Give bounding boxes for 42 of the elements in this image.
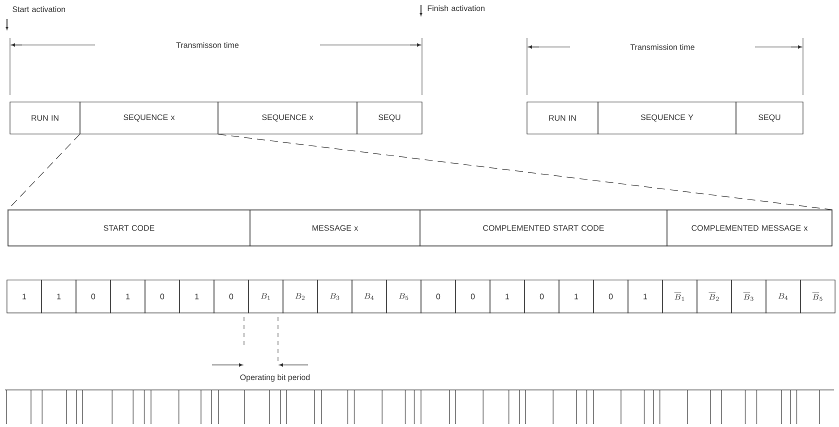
bit-cell: $\overline{B}_{3}$ [731, 280, 766, 314]
field-cell: COMPLEMENTED START CODE [420, 210, 668, 246]
bit-cell: 1 [490, 280, 525, 314]
field-cell: MESSAGE x [250, 210, 420, 246]
field-cell: SEQUENCE Y [598, 102, 736, 134]
bit-cell: $B_{4}$ [352, 280, 387, 314]
bit-cell: 0 [455, 280, 490, 314]
bit-cell: 1 [6, 280, 42, 314]
annotation-text: Finish activation [428, 5, 484, 12]
bit-cell: 0 [420, 280, 456, 314]
dimension-label: Transmisson time [176, 42, 239, 48]
bit-cell: $\overline{B}_{1}$ [662, 280, 698, 314]
bit-cell: 1 [628, 280, 663, 314]
field-cell: SEQUENCE x [80, 102, 218, 134]
bit-cell: 0 [144, 280, 180, 314]
field-cell: RUN IN [526, 102, 598, 134]
field-cell: START CODE [8, 210, 250, 246]
dimension-label: Transmission time [630, 44, 694, 50]
bit-cell: $B_{1}$ [248, 280, 284, 314]
dimension-label: Operating bit period [240, 374, 310, 382]
bit-cell: $B_{4}$ [766, 280, 801, 314]
bit-cell: 1 [558, 280, 594, 314]
bit-cell: $\overline{B}_{2}$ [696, 280, 732, 314]
bit-cell: 0 [214, 280, 249, 314]
field-cell: RUN IN [10, 102, 80, 134]
annotation-text: Start activation [12, 6, 66, 12]
field-cell: SEQU [736, 102, 804, 134]
field-cell: SEQU [356, 102, 422, 134]
bit-cell: 1 [110, 280, 146, 314]
bit-cell: 1 [179, 280, 214, 314]
bit-cell: $B_{2}$ [282, 280, 318, 314]
bit-cell: 0 [76, 280, 111, 314]
dashed-connector [218, 134, 833, 210]
bit-cell: $B_{3}$ [317, 280, 352, 314]
bit-cell: $\overline{B}_{5}$ [800, 280, 836, 314]
field-cell: COMPLEMENTED MESSAGE x [666, 210, 832, 246]
bit-cell: 0 [524, 280, 560, 314]
dashed-connector [7, 134, 80, 210]
field-cell: SEQUENCE x [218, 102, 358, 134]
bit-cell: $B_{5}$ [386, 280, 422, 314]
bit-cell: 0 [593, 280, 628, 314]
bit-cell: 1 [41, 280, 76, 314]
